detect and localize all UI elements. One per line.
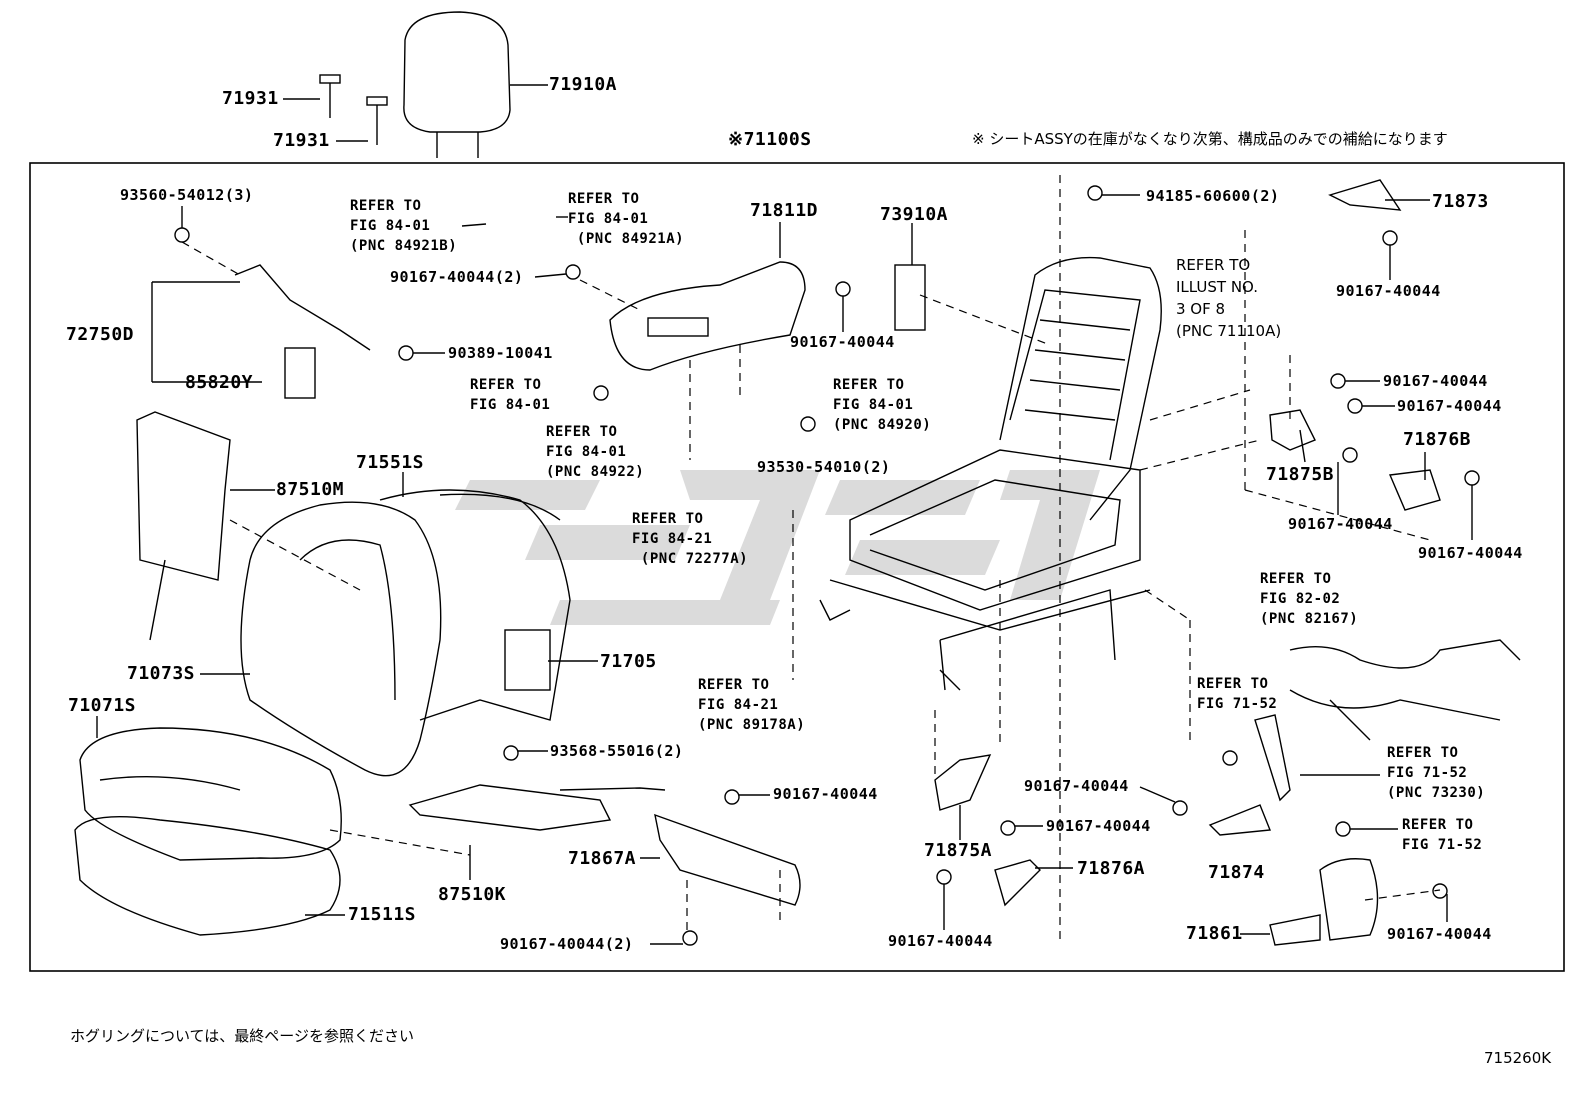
part-90167-40044-c1: 90167-40044	[1046, 817, 1151, 835]
recliner-cover-drawing	[1319, 858, 1379, 941]
figure-id: 715260K	[1484, 1049, 1552, 1067]
refer-to-84-01: REFER TO FIG 84-01	[470, 377, 551, 413]
part-93560-54012: 93560-54012(3)	[120, 186, 254, 204]
part-71551S: 71551S	[356, 452, 425, 473]
refer-to-73230: REFER TO FIG 71-52 (PNC 73230)	[1387, 745, 1486, 801]
refer-to-illust-71110A: REFER TO ILLUST NO. 3 OF 8 (PNC 71110A)	[1176, 256, 1282, 340]
part-71705: 71705	[600, 651, 657, 672]
part-71910A: 71910A	[549, 74, 618, 95]
part-94185-60600: 94185-60600(2)	[1146, 187, 1280, 205]
part-87510M: 87510M	[276, 479, 345, 500]
part-85820Y: 85820Y	[185, 372, 254, 393]
part-71511S: 71511S	[348, 904, 417, 925]
diagram-frame	[29, 162, 1565, 972]
part-90167-40044-r1: 90167-40044	[1336, 282, 1441, 300]
refer-to-71-52-b: REFER TO FIG 71-52	[1402, 817, 1483, 853]
part-93530-54010: 93530-54010(2)	[757, 458, 891, 476]
refer-to-84921A: REFER TO FIG 84-01 (PNC 84921A)	[568, 191, 685, 247]
part-71073S: 71073S	[127, 663, 196, 684]
side-airbag-drawing	[894, 264, 926, 331]
part-90167-40044-mid: 90167-40044	[790, 333, 895, 351]
part-71875B: 71875B	[1266, 464, 1335, 485]
bracket-71875A-drawing	[934, 754, 992, 811]
part-90167-40044-bottom: 90167-40044(2)	[500, 935, 634, 953]
hog-ring-note: ホグリングについては、最終ページを参照ください	[70, 1027, 414, 1045]
seatback-cover-drawing	[379, 489, 571, 721]
part-90167-40044-c2: 90167-40044	[1024, 777, 1129, 795]
part-71875A: 71875A	[924, 840, 993, 861]
part-71861: 71861	[1186, 923, 1243, 944]
part-90167-40044-c3: 90167-40044	[888, 932, 993, 950]
stock-notice: ※ シートASSYの在庫がなくなり次第、構成品のみでの補給になります	[972, 130, 1448, 148]
back-board-drawing	[136, 411, 231, 641]
part-93568-55016: 93568-55016(2)	[550, 742, 684, 760]
refer-to-72277A: REFER TO FIG 84-21 (PNC 72277A)	[632, 511, 749, 567]
part-71876B: 71876B	[1403, 429, 1472, 450]
leader-lines	[96, 194, 1473, 945]
part-90167-40044-r3: 90167-40044	[1397, 397, 1502, 415]
part-90167-40044-r5: 90167-40044	[1418, 544, 1523, 562]
refer-to-84922: REFER TO FIG 84-01 (PNC 84922)	[546, 424, 645, 480]
seat-wire-harness-drawing	[1289, 639, 1521, 741]
part-87510K: 87510K	[438, 884, 507, 905]
part-73910A: 73910A	[880, 204, 949, 225]
watermark-logo	[455, 470, 1100, 625]
seatback-pad-drawing	[240, 501, 442, 777]
lower-shield-drawing	[654, 813, 801, 906]
part-90167-40044-top: 90167-40044(2)	[390, 268, 524, 286]
buckle-drawing	[1254, 714, 1291, 802]
part-71931-upper: 71931	[222, 88, 279, 109]
refer-to-84921B: REFER TO FIG 84-01 (PNC 84921B)	[350, 198, 458, 254]
part-71874: 71874	[1208, 862, 1265, 883]
refer-to-71-52-a: REFER TO FIG 71-52	[1197, 676, 1278, 712]
part-90167-40044-low: 90167-40044	[773, 785, 878, 803]
refer-to-89178A: REFER TO FIG 84-21 (PNC 89178A)	[698, 677, 806, 733]
part-71931-lower: 71931	[273, 130, 330, 151]
side-shield-drawing	[609, 261, 806, 371]
part-71071S: 71071S	[68, 695, 137, 716]
part-71873: 71873	[1432, 191, 1489, 212]
part-90389-10041: 90389-10041	[448, 344, 553, 362]
dashed-guides	[181, 175, 1441, 945]
part-71867A: 71867A	[568, 848, 637, 869]
headrest-guides	[319, 74, 388, 145]
part-90167-40044-r4: 90167-40044	[1288, 515, 1393, 533]
part-90167-40044-r2: 90167-40044	[1383, 372, 1488, 390]
seat-cushion-drawing	[74, 727, 342, 936]
refer-to-82167: REFER TO FIG 82-02 (PNC 82167)	[1260, 571, 1359, 627]
part-90167-40044-c4: 90167-40044	[1387, 925, 1492, 943]
fasteners	[174, 185, 1480, 946]
assembly-code-label: ※71100S	[728, 129, 812, 150]
part-72750D: 72750D	[66, 324, 135, 345]
part-71811D: 71811D	[750, 200, 819, 221]
seat-heater-drawing	[408, 784, 612, 831]
headrest-drawing	[403, 11, 511, 158]
part-71876A: 71876A	[1077, 858, 1146, 879]
refer-to-84920: REFER TO FIG 84-01 (PNC 84920)	[833, 377, 932, 433]
